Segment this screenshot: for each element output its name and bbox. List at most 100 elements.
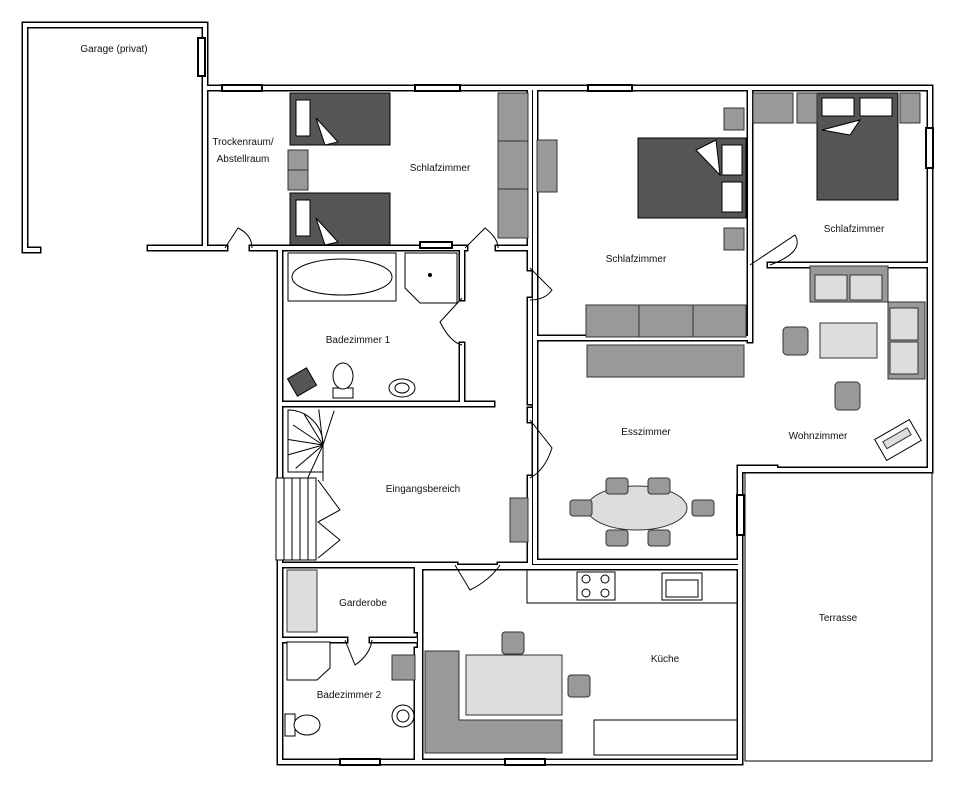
room-label-entrance: Eingangsbereich <box>386 484 461 495</box>
window <box>736 494 745 536</box>
kitchen-counter-bottom <box>593 719 738 756</box>
wardrobe <box>585 304 747 338</box>
entrance-stairs <box>275 477 317 561</box>
window <box>419 241 453 249</box>
door <box>464 227 499 249</box>
sideboard <box>586 344 745 378</box>
room-label-bathroom-2: Badezimmer 2 <box>317 690 382 701</box>
wall <box>533 338 742 564</box>
door <box>439 297 463 346</box>
dining-chair <box>647 477 671 495</box>
cabinet <box>752 92 794 124</box>
bed <box>816 92 899 201</box>
window <box>925 127 934 169</box>
dining-chair <box>605 529 629 547</box>
bathtub <box>287 252 397 302</box>
nightstand <box>287 149 309 171</box>
room-label-storage: Abstellraum <box>217 154 270 165</box>
desk <box>873 418 923 462</box>
door <box>317 479 341 559</box>
window <box>197 37 206 77</box>
sink <box>388 378 416 398</box>
room-label-wardrobe: Garderobe <box>339 598 387 609</box>
dining-chair <box>569 499 593 517</box>
furniture <box>275 92 926 756</box>
room-label-terrace: Terrasse <box>819 613 858 624</box>
doors <box>224 227 798 666</box>
toilet <box>332 362 354 399</box>
cabinet <box>391 654 416 681</box>
stair-step <box>292 424 324 446</box>
armchair <box>782 326 809 356</box>
shower <box>286 641 331 681</box>
wall <box>21 21 209 254</box>
wall <box>23 23 207 252</box>
chair <box>567 674 591 698</box>
coffee-table <box>819 322 878 359</box>
room-label-bedroom-3: Schlafzimmer <box>824 224 885 235</box>
wardrobe-cabinet <box>286 569 318 633</box>
window <box>504 758 546 766</box>
dining-chair <box>605 477 629 495</box>
door <box>454 564 501 591</box>
stair-outline <box>275 477 317 561</box>
wardrobe <box>497 92 529 239</box>
stair-step <box>318 409 324 446</box>
windows <box>197 37 934 766</box>
terrace-area <box>744 472 933 762</box>
bed <box>289 92 391 146</box>
nightstand <box>723 227 745 251</box>
door <box>529 267 553 301</box>
nightstand <box>287 169 309 191</box>
chair <box>501 631 525 655</box>
room-label-garage: Garage (privat) <box>80 44 147 55</box>
cabinet <box>509 497 529 543</box>
dining-chair <box>647 529 671 547</box>
kitchen-sink <box>661 572 703 601</box>
door <box>224 227 253 249</box>
stair-step <box>295 444 324 469</box>
bed <box>637 137 747 219</box>
sofa <box>887 301 926 380</box>
room-label-bedroom-2: Schlafzimmer <box>606 254 667 265</box>
stair-step <box>303 414 324 446</box>
chair <box>536 139 558 193</box>
dining-chairs <box>569 477 715 547</box>
shower <box>404 252 458 304</box>
window <box>339 758 381 766</box>
stove <box>576 571 616 601</box>
stair-step <box>287 438 324 446</box>
sofa <box>809 265 889 303</box>
spiral-staircase <box>287 409 335 481</box>
window <box>587 84 633 92</box>
nightstand <box>723 107 745 131</box>
stair-step <box>288 444 324 456</box>
room-labels: Garage (privat) Trockenraum/ Abstellraum… <box>80 44 885 701</box>
door <box>749 234 798 266</box>
window <box>221 84 263 92</box>
kitchen-table <box>465 654 563 716</box>
nightstand <box>796 92 818 124</box>
bench <box>424 650 563 754</box>
door <box>344 639 373 666</box>
room-label-living: Wohnzimmer <box>789 431 848 442</box>
room-label-bathroom-1: Badezimmer 1 <box>326 335 391 346</box>
toilet <box>284 713 321 737</box>
walls <box>21 21 934 766</box>
stair-step <box>322 410 335 446</box>
armchair <box>834 381 861 411</box>
bed <box>289 192 391 246</box>
stair-step <box>307 444 324 478</box>
window <box>414 84 461 92</box>
room-label-storage: Trockenraum/ <box>212 137 274 148</box>
dining-chair <box>691 499 715 517</box>
sink <box>391 704 415 728</box>
door <box>529 419 553 479</box>
dining-table <box>586 485 688 531</box>
laundry-basket <box>286 367 318 397</box>
room-label-bedroom-1: Schlafzimmer <box>410 163 471 174</box>
room-label-dining: Esszimmer <box>621 427 671 438</box>
nightstand <box>899 92 921 124</box>
room-label-kitchen: Küche <box>651 654 680 665</box>
